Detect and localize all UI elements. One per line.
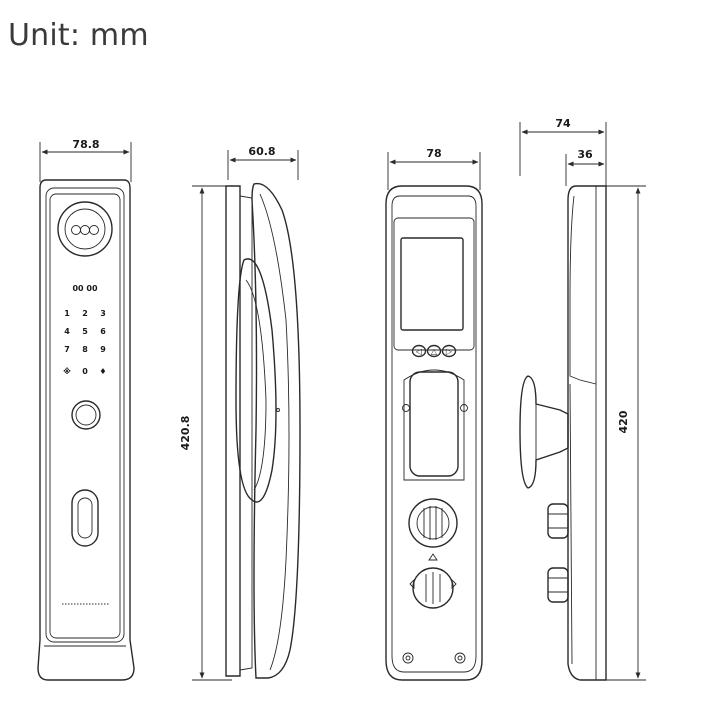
back-button-glyph: ▷ xyxy=(446,347,453,356)
screw-icon xyxy=(402,404,410,412)
back-view: 78 ◁ △ ▷ xyxy=(385,147,483,681)
screw-icon xyxy=(460,404,468,412)
side-height-label: 420.8 xyxy=(179,416,192,451)
keypad-top-label: 00 00 xyxy=(72,284,97,293)
key-slot xyxy=(71,489,99,547)
keypad: 1 2 3 4 5 6 7 8 9 ※ 0 ♦ xyxy=(63,309,106,376)
keypad-key: 1 xyxy=(64,309,70,318)
front-width-label: 78.8 xyxy=(72,138,99,151)
screw-icon xyxy=(454,652,466,664)
inner-knob-lower xyxy=(547,567,569,603)
lock-knob xyxy=(412,567,454,609)
back-width-label: 78 xyxy=(426,147,441,160)
keypad-key: ※ xyxy=(63,366,71,376)
side-depth-label: 60.8 xyxy=(248,145,275,158)
display-screen xyxy=(400,237,464,331)
back-button-glyph: △ xyxy=(431,347,438,356)
keypad-key: 8 xyxy=(82,345,88,354)
keypad-key: 0 xyxy=(82,367,88,376)
front-panel xyxy=(45,187,125,643)
camera-ring xyxy=(57,201,113,257)
side-handle xyxy=(251,182,301,679)
fingerprint-reader xyxy=(71,400,101,430)
back-button xyxy=(441,344,457,358)
unit-title: Unit: mm xyxy=(8,18,149,53)
back-button-row: ◁ △ ▷ xyxy=(411,344,457,358)
back-body xyxy=(385,185,483,681)
keypad-key: 4 xyxy=(64,327,70,336)
inner-handle xyxy=(519,375,569,489)
screw-icon xyxy=(402,652,414,664)
inner-knob-upper xyxy=(547,503,569,539)
keypad-key: 9 xyxy=(100,345,106,354)
back-button xyxy=(411,344,427,358)
inner-height-label: 420 xyxy=(617,410,630,433)
front-body xyxy=(37,179,135,681)
keypad-key: 7 xyxy=(64,345,70,354)
thumb-turn xyxy=(408,498,458,548)
battery-cover xyxy=(409,371,459,477)
keypad-key: 2 xyxy=(82,309,88,318)
back-button xyxy=(426,344,442,358)
keypad-key: 6 xyxy=(100,327,106,336)
front-view: 78.8 00 00 1 2 3 4 5 6 7 8 9 ※ 0 ♦ xyxy=(37,138,135,681)
inner-body xyxy=(567,185,607,681)
camera-lens-icon xyxy=(71,225,81,235)
inner-side-view: 74 36 420 xyxy=(519,117,646,681)
back-button-glyph: ◁ xyxy=(415,347,422,356)
keypad-key: 3 xyxy=(100,309,106,318)
lock-indicator-icon xyxy=(428,553,438,561)
side-view: 60.8 420.8 xyxy=(179,145,301,681)
inner-depth-outer-label: 74 xyxy=(555,117,571,130)
side-grip xyxy=(235,258,277,503)
keypad-key: 5 xyxy=(82,327,88,336)
keypad-key: ♦ xyxy=(99,367,106,376)
inner-depth-inner-label: 36 xyxy=(577,148,593,161)
